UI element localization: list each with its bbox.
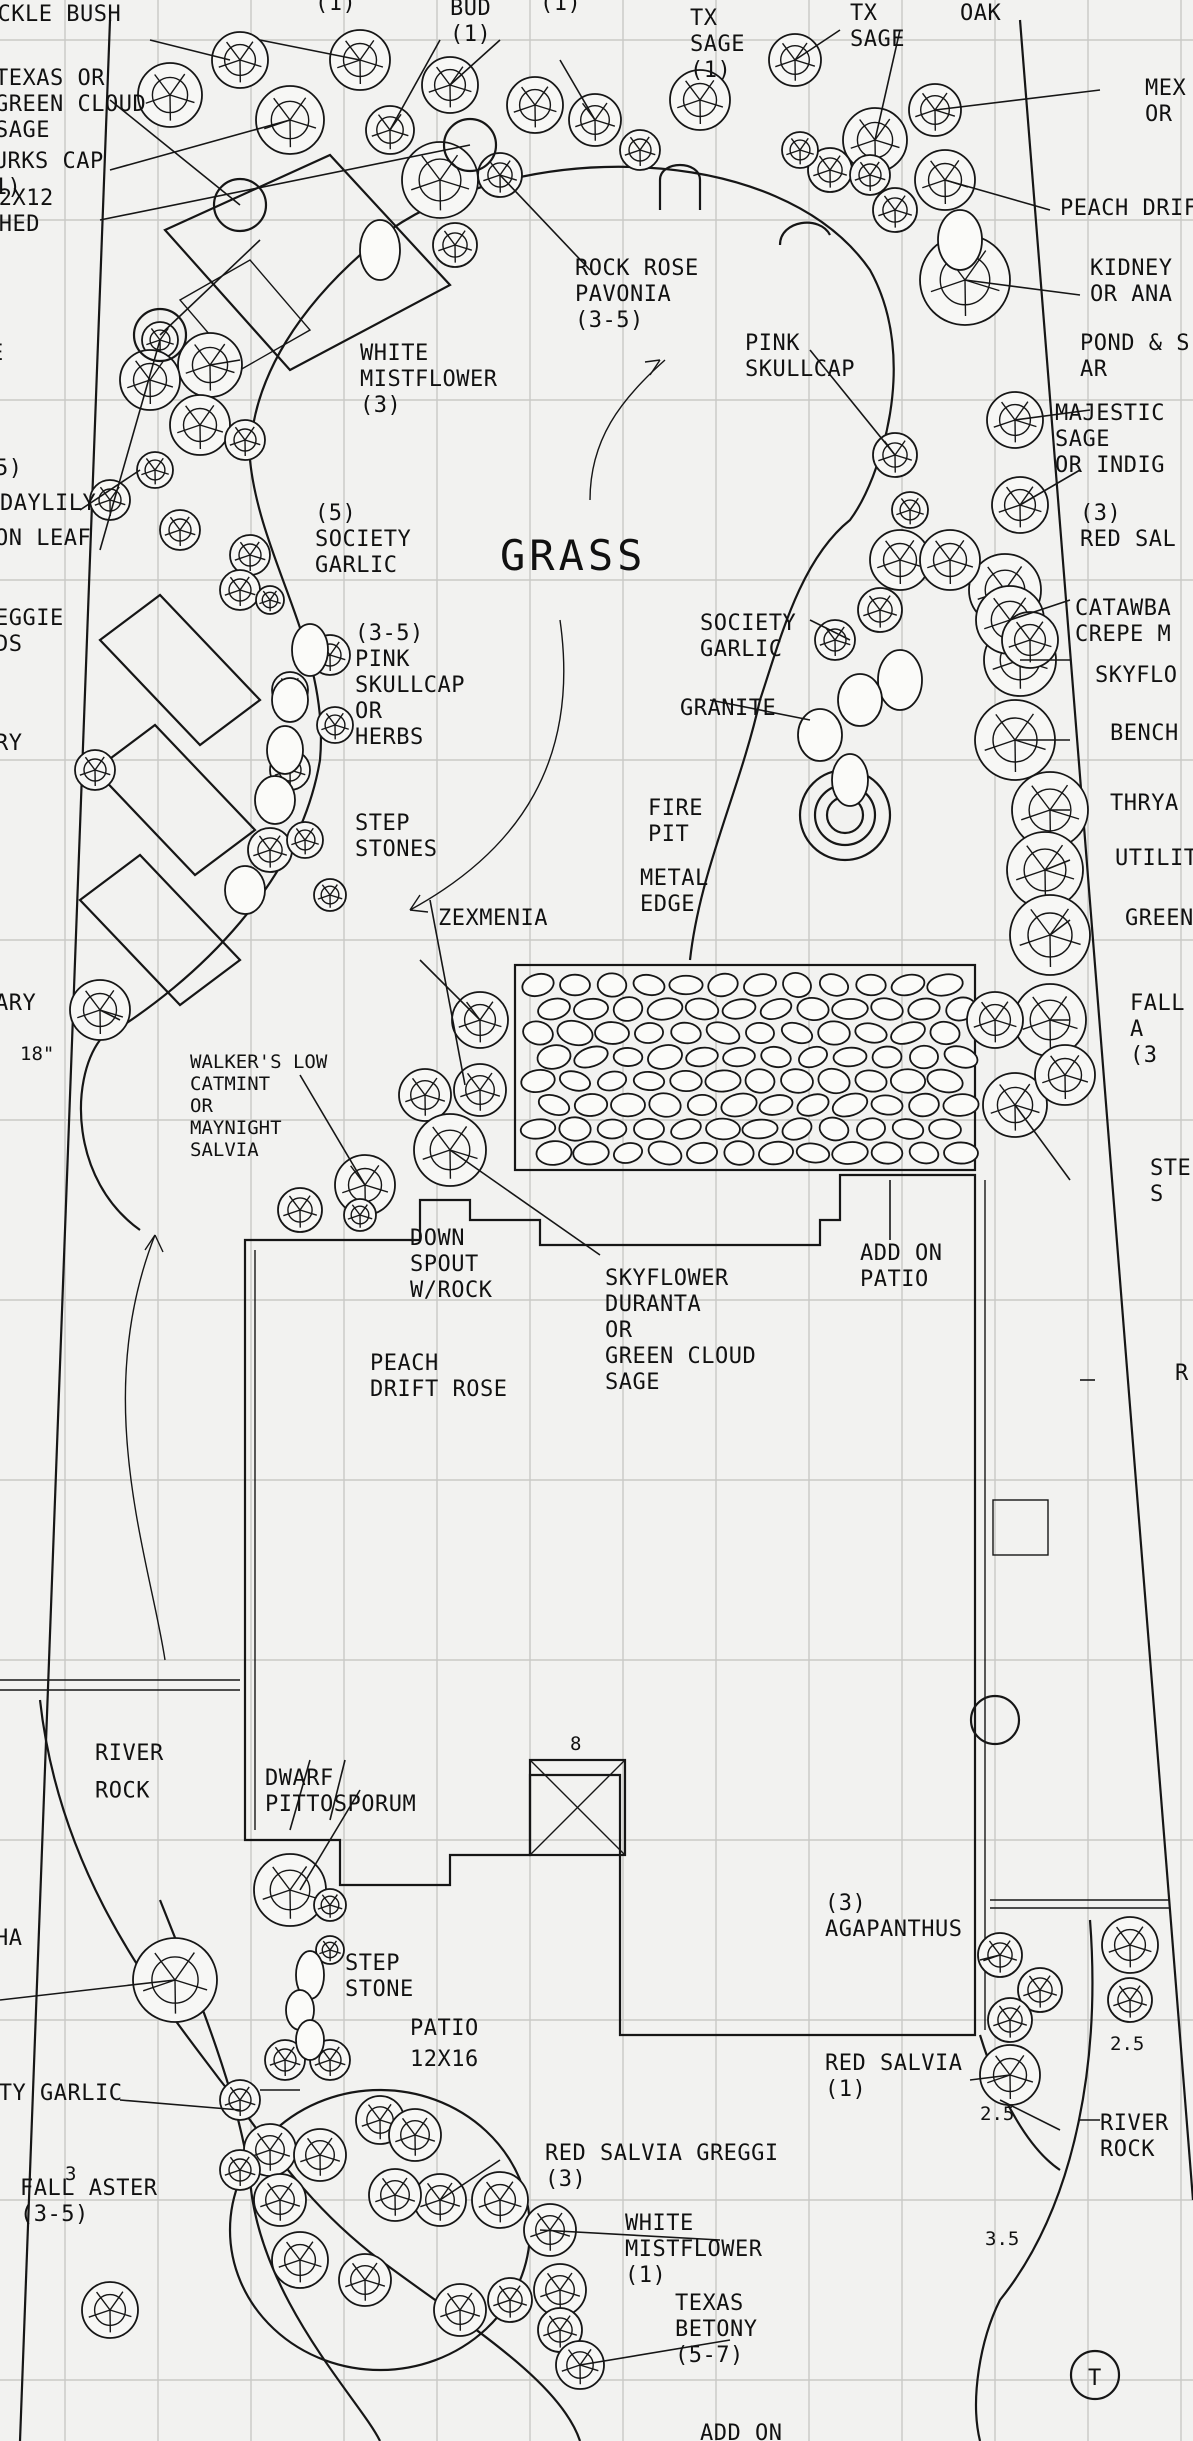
label-oak: OAK: [960, 1, 1001, 26]
label-bud: BUD(1): [450, 0, 491, 47]
label-fall-aster-left: FALL ASTER(3-5): [20, 2176, 158, 2227]
label-one-top2: (1): [540, 0, 581, 16]
label-ry: RY: [0, 731, 23, 756]
label-rosemary: ARY: [0, 991, 36, 1016]
label-left-5: 5): [0, 456, 23, 481]
label-two-five-b: 2.5: [1110, 2033, 1144, 2055]
label-red-salvia-bottom: RED SALVIA(1): [825, 2051, 962, 2102]
label-three-five: 3.5: [985, 2228, 1019, 2250]
label-one-top: (1): [315, 0, 356, 16]
label-eighteen: 18": [20, 1043, 54, 1065]
label-iron-leaf: ON LEAF: [0, 526, 91, 551]
label-left-e: E: [0, 341, 4, 366]
label-grass: GRASS: [500, 531, 646, 580]
label-society-garlic-bottom: ETY GARLIC: [0, 2081, 122, 2106]
house-outline: [243, 1173, 1049, 2037]
label-eight: 8: [570, 1733, 581, 1755]
veggie-beds: [78, 593, 262, 1007]
label-green-right: GREEN: [1125, 906, 1193, 931]
label-red-salvia-top: (3)RED SAL: [1080, 501, 1176, 552]
label-two-five-a: 2.5: [980, 2103, 1014, 2125]
label-three-a: 3: [65, 2163, 76, 2185]
label-utility: UTILIT: [1115, 846, 1193, 871]
label-add-on-bottom: ADD ON: [700, 2421, 782, 2441]
label-bench: BENCH: [1110, 721, 1179, 746]
property-lines: [0, 19, 1193, 2441]
label-peach-drift-top: PEACH DRIF: [1060, 196, 1193, 221]
label-skyflower-right: SKYFLO: [1095, 663, 1177, 688]
label-red-salvia-greggi: RED SALVIA GREGGI(3): [545, 2141, 779, 2192]
label-granite: GRANITE: [680, 696, 776, 721]
label-daylily: DAYLILY: [0, 491, 96, 516]
label-turks-cap: TURKS CAP(1): [0, 149, 104, 200]
label-mexican-honeysuckle: MEXICAN HONEY-SUCKLE BUSH: [0, 0, 162, 27]
label-t-symbol: T: [1088, 2366, 1102, 2391]
lower-beds: [38, 1699, 1094, 2441]
label-zexmenia: ZEXMENIA: [438, 906, 548, 931]
label-agapanthus: (3)AGAPANTHUS: [825, 1891, 962, 1942]
label-ha-left: HA: [0, 1926, 23, 1951]
leader-lines: [0, 29, 1101, 2366]
label-r-right: R: [1175, 1361, 1189, 1386]
flagstone-patio: [513, 963, 980, 1172]
label-twelve-shed: 12X12SHED: [0, 186, 54, 237]
label-thrya: THRYA: [1110, 791, 1179, 816]
step-stones: [224, 164, 983, 2061]
